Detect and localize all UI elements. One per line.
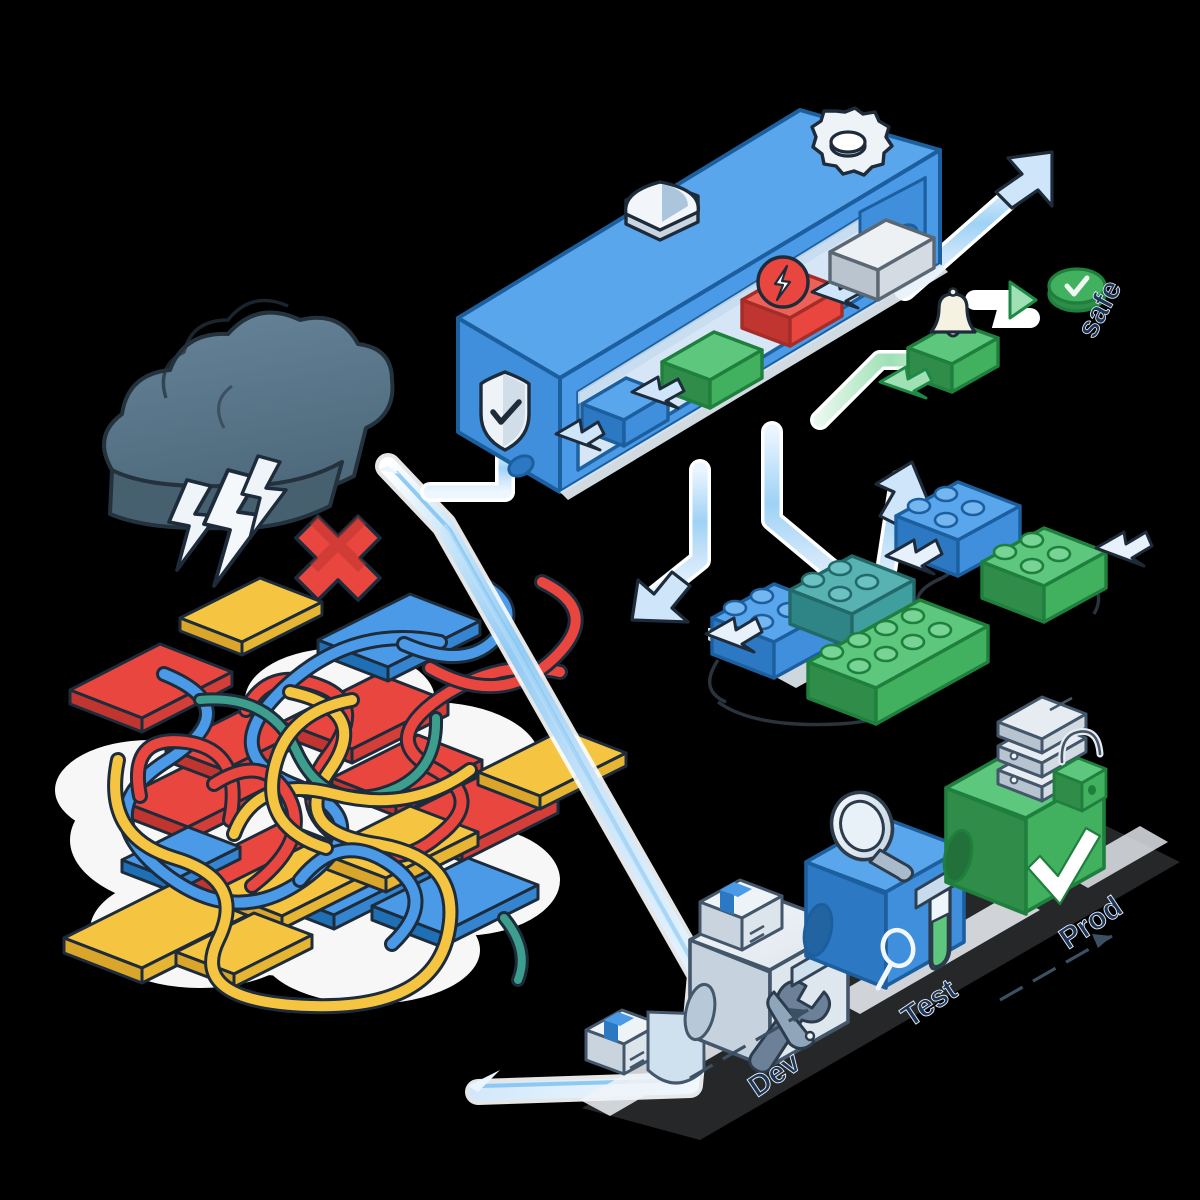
magnifier-icon: [875, 927, 916, 991]
arrow-into-module-group: [704, 616, 764, 654]
ground-arrow-2: [999, 934, 1113, 1002]
gear-icon: [810, 106, 894, 177]
red-x-icon: [294, 514, 382, 602]
artifact-block: [828, 218, 936, 302]
cable-group: [107, 574, 584, 1015]
checkmark-icon: [1026, 826, 1102, 906]
cable-yellow: [229, 765, 475, 839]
lightning-badge-icon: [756, 255, 810, 309]
package-box-icon: [584, 1008, 662, 1076]
stage-blocks: [554, 218, 1000, 452]
storm-cloud-scene: [102, 298, 395, 602]
cable-teal: [500, 914, 526, 984]
lego-brick-green-small: [980, 526, 1108, 624]
tangled-cables-scene: [55, 574, 628, 1015]
cable-red: [132, 736, 238, 825]
lego-brick-blue-right: [884, 480, 1022, 578]
magnifier-icon: [829, 790, 915, 883]
cable-red: [209, 765, 300, 891]
server-plate: [68, 642, 234, 734]
package-box-icon: [698, 878, 784, 952]
lego-brick-green-long: [806, 598, 990, 726]
cable-red: [425, 577, 581, 692]
build-block: [660, 330, 764, 410]
deployment-pipeline: Dev: [580, 695, 1180, 1140]
arrow-to-build: [630, 375, 686, 410]
server-plate: [178, 576, 324, 657]
cable-blue: [295, 845, 421, 949]
cable-blue: [399, 579, 513, 662]
lego-modules: [704, 480, 1154, 727]
arrow-into-green-brick: [1094, 530, 1154, 568]
arrow-to-notify: [878, 365, 934, 400]
test-tube-icon: [928, 886, 952, 971]
stage-prod: Prod: [942, 695, 1129, 956]
box-output-pipes: [420, 150, 1054, 624]
bell-icon: [929, 287, 977, 338]
lock-icon: [1052, 727, 1108, 813]
ground-arrow-1: [689, 1008, 809, 1080]
shield-3d-icon: [623, 180, 700, 242]
box-port-left: [507, 454, 535, 478]
automation-pipeline-box: safe: [420, 106, 1129, 624]
safe-badge: [1047, 267, 1107, 313]
arrow-to-intake: [554, 418, 606, 452]
lightning-bolt-icon: [240, 454, 288, 540]
cable-yellow: [267, 695, 357, 853]
arrow-into-brick: [884, 538, 944, 576]
lightning-bolt-icon: [167, 478, 219, 572]
shield-check-icon: [479, 370, 531, 452]
